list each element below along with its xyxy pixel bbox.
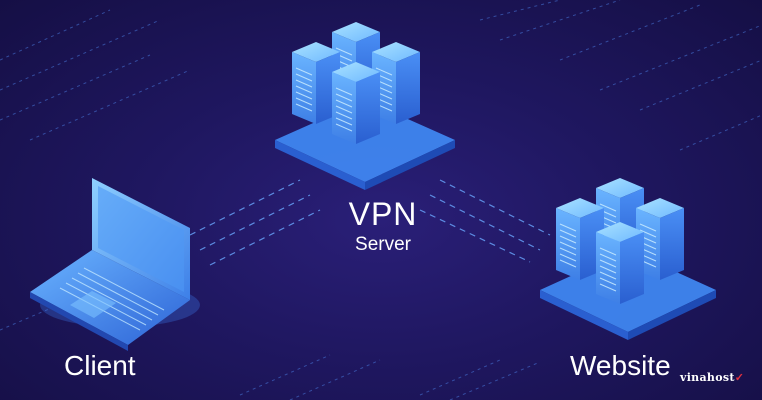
watermark-logo: vinahost✓ [680,371,744,384]
website-label: Website [570,350,671,381]
vpn-server-title: VPN [348,196,418,232]
client-label: Client [64,350,136,381]
watermark-text: vinahost [680,371,735,384]
vpn-server-subtitle: Server [355,234,411,255]
watermark-check-icon: ✓ [734,371,745,384]
